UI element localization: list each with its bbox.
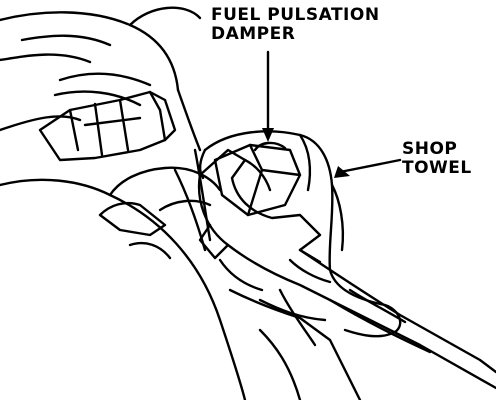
damper-label-line1: FUEL PULSATION — [211, 5, 380, 25]
towel-arrow-head — [334, 166, 350, 178]
shop-towel-label: SHOP TOWEL — [402, 140, 472, 178]
damper-arrow-head — [262, 128, 274, 142]
damper-label-line2: DAMPER — [211, 24, 296, 44]
fuel-pulsation-damper-label: FUEL PULSATION DAMPER — [211, 6, 380, 44]
leader-lines — [268, 52, 400, 172]
towel-label-line1: SHOP — [402, 139, 458, 159]
injector-connector — [40, 92, 175, 160]
damper-nut — [215, 143, 300, 215]
open-end-wrench — [199, 150, 496, 388]
background-engine-hoses — [0, 8, 200, 150]
towel-label-line2: TOWEL — [402, 158, 472, 178]
lower-components — [220, 260, 360, 400]
shop-towel — [200, 131, 400, 336]
fuel-rail-body — [0, 150, 245, 400]
